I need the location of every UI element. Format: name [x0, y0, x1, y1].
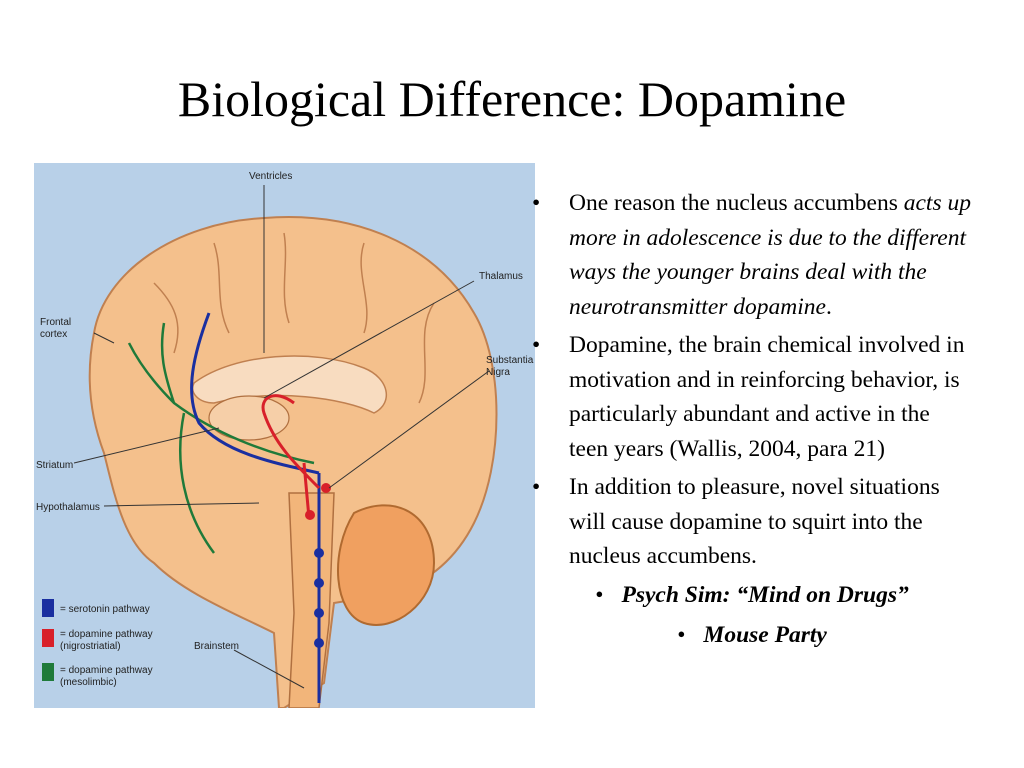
bullet-mouse-party[interactable]: •Mouse Party: [677, 622, 827, 648]
bullet-2: • Dopamine, the brain chemical involved …: [532, 328, 972, 466]
legend-nigro-1: = dopamine pathway: [60, 629, 153, 640]
brain-illustration: Ventricles Thalamus Frontal cortex Subst…: [36, 171, 534, 708]
label-substantia-1: Substantia: [486, 355, 534, 366]
legend-nigro-2: (nigrostriatial): [60, 641, 121, 652]
label-frontal-2: cortex: [40, 329, 67, 340]
mesolimbic-pathway: [127, 322, 315, 554]
bullet-3: • In addition to pleasure, novel situati…: [532, 470, 972, 574]
label-substantia-2: Nigra: [486, 367, 510, 378]
bullet-list: • One reason the nucleus accumbens acts …: [532, 186, 972, 659]
ventricle: [192, 355, 388, 414]
slide-title: Biological Difference: Dopamine: [177, 71, 847, 127]
nigrostriatal-pathway: [261, 394, 321, 519]
legend-meso-1: = dopamine pathway: [60, 665, 153, 676]
legend-serotonin: = serotonin pathway: [60, 604, 150, 615]
bullet-marker: •: [532, 332, 541, 358]
label-brainstem: Brainstem: [194, 641, 239, 652]
brainstem: [288, 492, 335, 708]
bullet-marker: •: [532, 190, 541, 216]
bullet-1: • One reason the nucleus accumbens acts …: [532, 186, 972, 324]
cerebellum: [337, 504, 436, 626]
legend-swatch-mesolimbic: [42, 663, 54, 681]
bullet-marker: •: [595, 581, 604, 608]
label-striatum: Striatum: [36, 460, 73, 471]
legend-swatch-serotonin: [42, 599, 54, 617]
bullet-marker: •: [532, 474, 541, 500]
label-frontal-1: Frontal: [40, 317, 71, 328]
legend-meso-2: (mesolimbic): [60, 677, 117, 688]
label-thalamus: Thalamus: [479, 271, 523, 282]
bullet-marker: •: [677, 622, 686, 648]
label-ventricles: Ventricles: [249, 171, 292, 182]
legend-swatch-nigrostriatal: [42, 629, 54, 647]
label-hypothalamus: Hypothalamus: [36, 502, 100, 513]
thalamus-shape: [208, 395, 290, 441]
brain-diagram: Ventricles Thalamus Frontal cortex Subst…: [34, 163, 535, 708]
bullet-psych-sim[interactable]: •Psych Sim: “Mind on Drugs”: [595, 581, 909, 608]
